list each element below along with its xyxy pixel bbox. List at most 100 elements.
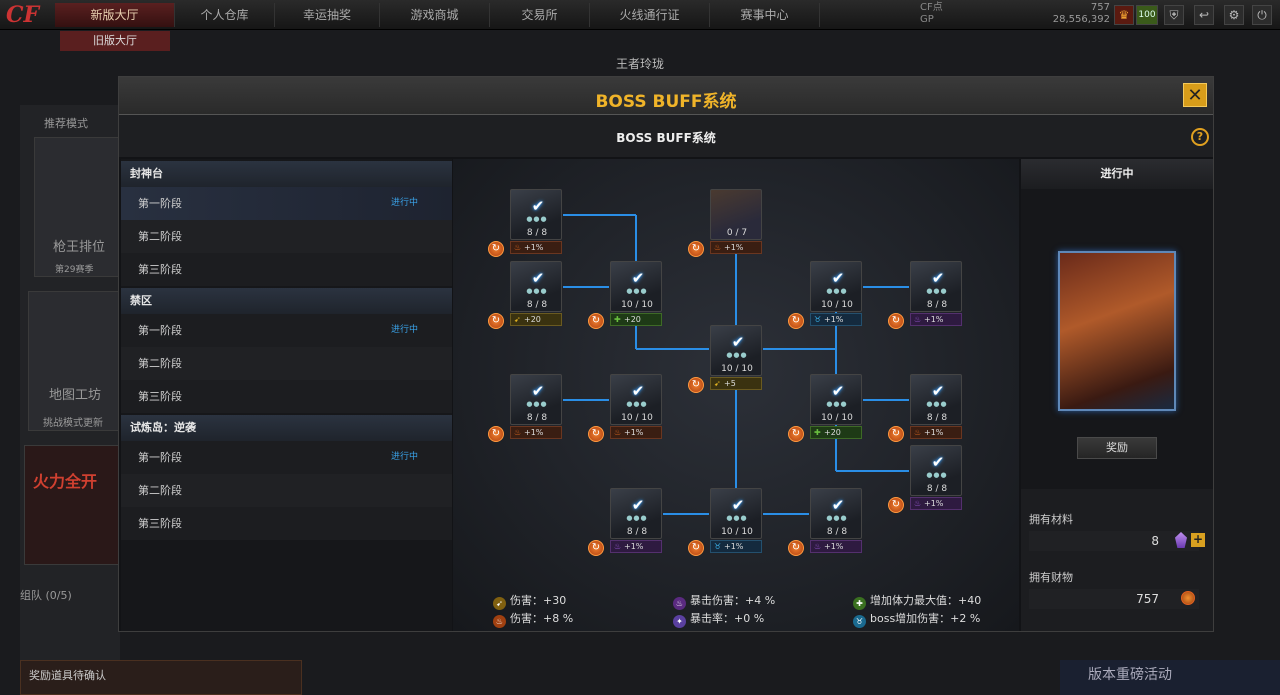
- refresh-icon[interactable]: ↻: [888, 313, 904, 329]
- boss-portrait: 0 / 7: [710, 189, 762, 240]
- stage-item[interactable]: 第三阶段: [121, 380, 452, 413]
- check-icon: ✔: [631, 496, 645, 514]
- progress-count: 8 / 8: [926, 413, 948, 423]
- trophy-icon[interactable]: ♛: [1114, 5, 1134, 25]
- buff-node[interactable]: ✔●●●8 / 8♨+1%↻: [488, 189, 563, 257]
- tab-warehouse[interactable]: 个人仓库: [175, 3, 275, 27]
- help-icon[interactable]: ?: [1191, 128, 1209, 146]
- group-header-fengshentai[interactable]: 封神台: [121, 161, 452, 187]
- mode-card-ranked[interactable]: 枪王排位 第29赛季: [34, 137, 120, 277]
- refresh-icon[interactable]: ↻: [788, 540, 804, 556]
- refresh-icon[interactable]: ↻: [688, 540, 704, 556]
- gp-value: 28,556,392: [1052, 14, 1110, 25]
- buff-value: ♨+1%: [910, 313, 962, 326]
- tab-old-lobby[interactable]: 旧版大厅: [60, 31, 170, 51]
- shield-icon[interactable]: ⛨: [1164, 5, 1184, 25]
- back-icon[interactable]: ↩: [1194, 5, 1214, 25]
- buff-node[interactable]: ✔●●●10 / 10✚+20↻: [588, 261, 663, 329]
- buff-node[interactable]: ✔●●●10 / 10♉+1%↻: [688, 488, 763, 556]
- close-button[interactable]: ✕: [1183, 83, 1207, 107]
- mode-card-workshop[interactable]: 地图工坊 挑战模式更新: [28, 291, 120, 431]
- materials-value: 8: [1151, 534, 1159, 548]
- power-icon[interactable]: ⏻: [1252, 5, 1272, 25]
- buff-value: ✚+20: [810, 426, 862, 439]
- refresh-icon[interactable]: ↻: [588, 313, 604, 329]
- boss-buff-modal: BOSS BUFF系统 ✕ BOSS BUFF系统 ? 封神台 第一阶段进行中 …: [118, 76, 1214, 632]
- stage-label: 第三阶段: [138, 390, 182, 403]
- progress-count: 10 / 10: [821, 413, 853, 423]
- stage-item[interactable]: 第二阶段: [121, 220, 452, 253]
- check-icon: ✔: [531, 269, 545, 287]
- crit-buff-icon: ♨: [914, 315, 922, 324]
- buff-node[interactable]: ✔●●●10 / 10✚+20↻: [788, 374, 863, 442]
- star-rating: ●●●: [626, 514, 648, 522]
- stage-item[interactable]: 第三阶段: [121, 507, 452, 540]
- stage-item[interactable]: 第三阶段: [121, 253, 452, 286]
- buff-node[interactable]: 0 / 7♨+1%↻: [688, 189, 763, 257]
- refresh-icon[interactable]: ↻: [488, 241, 504, 257]
- refresh-icon[interactable]: ↻: [588, 426, 604, 442]
- refresh-icon[interactable]: ↻: [888, 426, 904, 442]
- stage-item[interactable]: 第二阶段: [121, 347, 452, 380]
- buff-node[interactable]: ✔●●●8 / 8➹+20↻: [488, 261, 563, 329]
- star-rating: ●●●: [726, 514, 748, 522]
- crit-buff-icon: ♨: [614, 542, 622, 551]
- buff-label: +5: [724, 379, 736, 388]
- buff-value: ♉+1%: [810, 313, 862, 326]
- refresh-icon[interactable]: ↻: [888, 497, 904, 513]
- tab-lucky-draw[interactable]: 幸运抽奖: [275, 3, 380, 27]
- stage-item[interactable]: 第一阶段进行中: [121, 187, 452, 220]
- tab-events[interactable]: 赛事中心: [710, 3, 820, 27]
- event-banner[interactable]: 版本重磅活动: [1060, 660, 1280, 695]
- buff-value: ♨+1%: [910, 426, 962, 439]
- buff-node[interactable]: ✔●●●10 / 10♉+1%↻: [788, 261, 863, 329]
- buff-node[interactable]: ✔●●●10 / 10♨+1%↻: [588, 374, 663, 442]
- check-icon: ✔: [931, 382, 945, 400]
- buff-tree: ✔●●●8 / 8♨+1%↻0 / 7♨+1%↻✔●●●8 / 8➹+20↻✔●…: [453, 159, 1019, 631]
- buff-value: ➹+5: [710, 377, 762, 390]
- buff-node[interactable]: ✔●●●8 / 8♨+1%↻: [888, 261, 963, 329]
- boss-portrait: ✔●●●8 / 8: [510, 374, 562, 425]
- refresh-icon[interactable]: ↻: [688, 377, 704, 393]
- refresh-icon[interactable]: ↻: [788, 313, 804, 329]
- reward-confirm-bar[interactable]: 奖励道具待确认: [20, 660, 302, 695]
- group-header-jinqu[interactable]: 禁区: [121, 288, 452, 314]
- refresh-icon[interactable]: ↻: [788, 426, 804, 442]
- boss-portrait: ✔●●●10 / 10: [610, 374, 662, 425]
- refresh-icon[interactable]: ↻: [588, 540, 604, 556]
- stage-status: 进行中: [391, 198, 419, 208]
- refresh-icon[interactable]: ↻: [688, 241, 704, 257]
- buff-node[interactable]: ✔●●●8 / 8♨+1%↻: [488, 374, 563, 442]
- stat-boss-damage: ♉boss增加伤害：+2 %: [853, 610, 980, 628]
- buff-node[interactable]: ✔●●●8 / 8♨+1%↻: [588, 488, 663, 556]
- fire-stat-icon: ♨: [493, 615, 506, 628]
- tab-new-lobby[interactable]: 新版大厅: [55, 3, 175, 27]
- buff-node[interactable]: ✔●●●8 / 8♨+1%↻: [888, 445, 963, 513]
- stage-item[interactable]: 第一阶段进行中: [121, 441, 452, 474]
- promo-banner[interactable]: 火力全开: [24, 445, 120, 565]
- refresh-icon[interactable]: ↻: [488, 313, 504, 329]
- attack-buff-icon: ➹: [514, 315, 521, 324]
- star-rating: ●●●: [926, 400, 948, 408]
- check-icon: ✔: [831, 269, 845, 287]
- buff-node[interactable]: ✔●●● 8 / 8 ♨+1% ↻: [888, 374, 963, 442]
- recommend-label: 推荐模式: [44, 117, 88, 130]
- gear-icon[interactable]: ⚙: [1224, 5, 1244, 25]
- buff-node[interactable]: ✔●●●8 / 8♨+1%↻: [788, 488, 863, 556]
- add-materials-button[interactable]: +: [1191, 532, 1205, 547]
- refresh-icon[interactable]: ↻: [488, 426, 504, 442]
- stage-item[interactable]: 第二阶段: [121, 474, 452, 507]
- stage-item[interactable]: 第一阶段进行中: [121, 314, 452, 347]
- tab-game-store[interactable]: 游戏商城: [380, 3, 490, 27]
- buff-label: +1%: [724, 542, 744, 551]
- group-header-shiliandao[interactable]: 试炼岛：逆袭: [121, 415, 452, 441]
- tab-battle-pass[interactable]: 火线通行证: [590, 3, 710, 27]
- crit-buff-icon: ♨: [914, 499, 922, 508]
- buff-node[interactable]: ✔●●●10 / 10➹+5↻: [688, 325, 763, 393]
- reward-button[interactable]: 奖励: [1077, 437, 1157, 459]
- progress-count: 8 / 8: [926, 484, 948, 494]
- buff-value: ✚+20: [610, 313, 662, 326]
- tab-exchange[interactable]: 交易所: [490, 3, 590, 27]
- mode-workshop-sub: 挑战模式更新: [43, 418, 103, 429]
- buff-label: +20: [824, 428, 841, 437]
